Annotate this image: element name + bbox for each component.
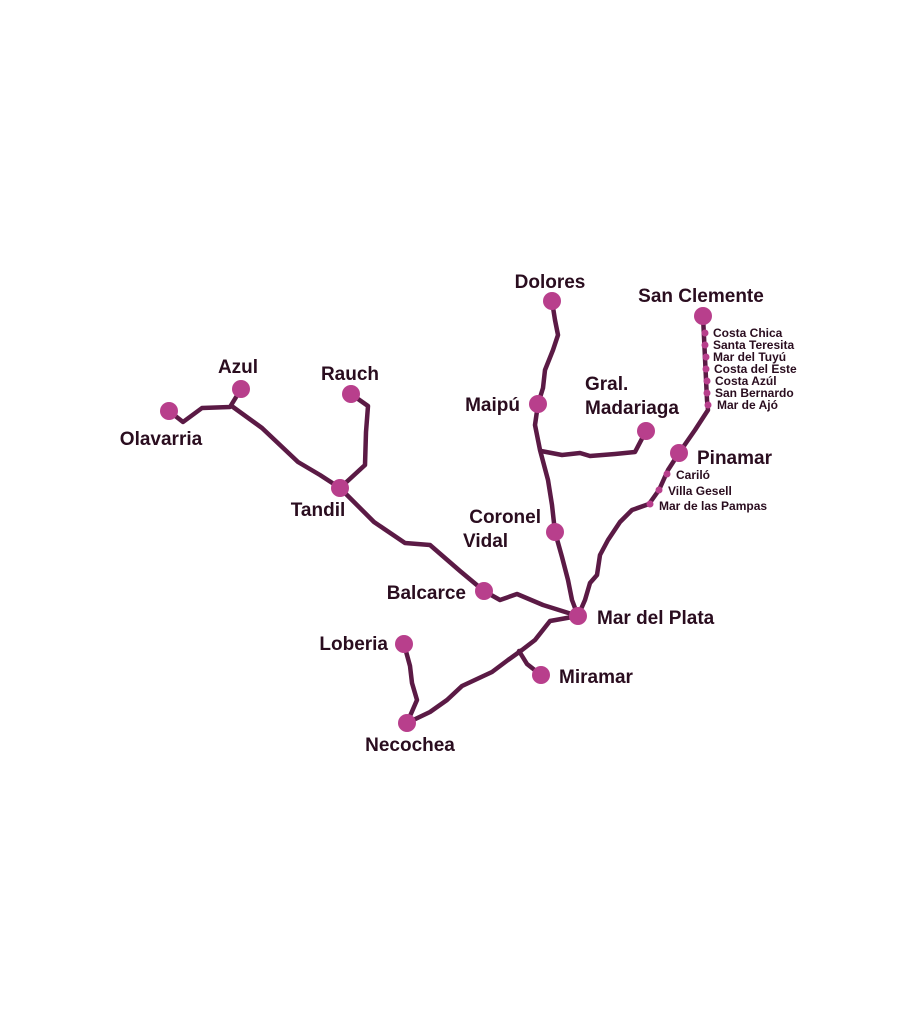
label-mar-de-ajo: Mar de Ajó: [717, 398, 778, 412]
label-coronel-vidal-1: Coronel: [469, 507, 541, 528]
label-tandil: Tandil: [291, 500, 346, 521]
stop-costa-azul[interactable]: [703, 377, 711, 385]
label-miramar: Miramar: [559, 667, 634, 688]
label-gral-madariaga-2: Madariaga: [585, 398, 679, 419]
coastal-stops: [646, 329, 712, 508]
label-coronel-vidal-2: Vidal: [463, 531, 508, 552]
city-stops: [160, 292, 712, 732]
stop-gral-madariaga[interactable]: [637, 422, 655, 440]
label-pinamar: Pinamar: [697, 448, 773, 469]
route-olavarria-azul: [166, 386, 244, 425]
label-balcarce: Balcarce: [387, 583, 466, 604]
route-loberia-necochea: [401, 641, 420, 726]
label-loberia: Loberia: [319, 634, 388, 655]
label-san-clemente: San Clemente: [638, 286, 764, 307]
stop-tandil[interactable]: [331, 479, 349, 497]
coastal-labels: Costa Chica Santa Teresita Mar del Tuyú …: [659, 326, 797, 513]
stop-san-clemente[interactable]: [694, 307, 712, 325]
label-mar-del-tuyu: Mar del Tuyú: [713, 350, 786, 364]
stop-azul[interactable]: [232, 380, 250, 398]
route-azul-tandil: [230, 404, 343, 491]
label-costa-azul: Costa Azúl: [715, 374, 777, 388]
label-costa-del-este: Costa del Este: [714, 362, 797, 376]
stop-rauch[interactable]: [342, 385, 360, 403]
stop-necochea[interactable]: [398, 714, 416, 732]
label-dolores: Dolores: [515, 272, 586, 293]
stop-olavarria[interactable]: [160, 402, 178, 420]
label-maipu: Maipú: [465, 395, 520, 416]
stop-mar-de-ajo[interactable]: [704, 401, 712, 409]
stop-pinamar[interactable]: [670, 444, 688, 462]
label-mar-de-las-pampas: Mar de las Pampas: [659, 499, 767, 513]
stop-costa-del-este[interactable]: [702, 365, 710, 373]
stop-miramar[interactable]: [532, 666, 550, 684]
stop-santa-teresita[interactable]: [701, 341, 709, 349]
label-rauch: Rauch: [321, 364, 379, 385]
label-villa-gesell: Villa Gesell: [668, 484, 732, 498]
route-mar-del-plata-necochea: [404, 613, 581, 726]
stop-mar-del-plata[interactable]: [569, 607, 587, 625]
label-gral-madariaga-1: Gral.: [585, 374, 628, 395]
route-dolores-mar-del-plata: [532, 298, 581, 619]
label-azul: Azul: [218, 357, 258, 378]
label-carilo: Cariló: [676, 468, 710, 482]
route-rauch-tandil: [337, 391, 371, 491]
stop-loberia[interactable]: [395, 635, 413, 653]
stop-maipu[interactable]: [529, 395, 547, 413]
route-madariaga-branch: [538, 428, 649, 459]
label-mar-del-plata: Mar del Plata: [597, 608, 715, 629]
stop-mar-del-tuyu[interactable]: [702, 353, 710, 361]
label-olavarria: Olavarria: [120, 429, 203, 450]
stop-balcarce[interactable]: [475, 582, 493, 600]
stop-san-bernardo[interactable]: [703, 389, 711, 397]
stop-carilo[interactable]: [663, 470, 671, 478]
route-pinamar-mar-del-plata: [575, 450, 682, 619]
label-santa-teresita: Santa Teresita: [713, 338, 794, 352]
route-tandil-mar-del-plata: [337, 485, 581, 619]
label-costa-chica: Costa Chica: [713, 326, 783, 340]
stop-dolores[interactable]: [543, 292, 561, 310]
stop-villa-gesell[interactable]: [655, 486, 663, 494]
stop-costa-chica[interactable]: [701, 329, 709, 337]
route-san-clemente-pinamar: [676, 313, 711, 456]
stop-mar-de-las-pampas[interactable]: [646, 500, 654, 508]
city-labels: Dolores San Clemente Azul Rauch Olavarri…: [120, 272, 773, 756]
stop-coronel-vidal[interactable]: [546, 523, 564, 541]
label-necochea: Necochea: [365, 735, 455, 756]
label-san-bernardo: San Bernardo: [715, 386, 794, 400]
